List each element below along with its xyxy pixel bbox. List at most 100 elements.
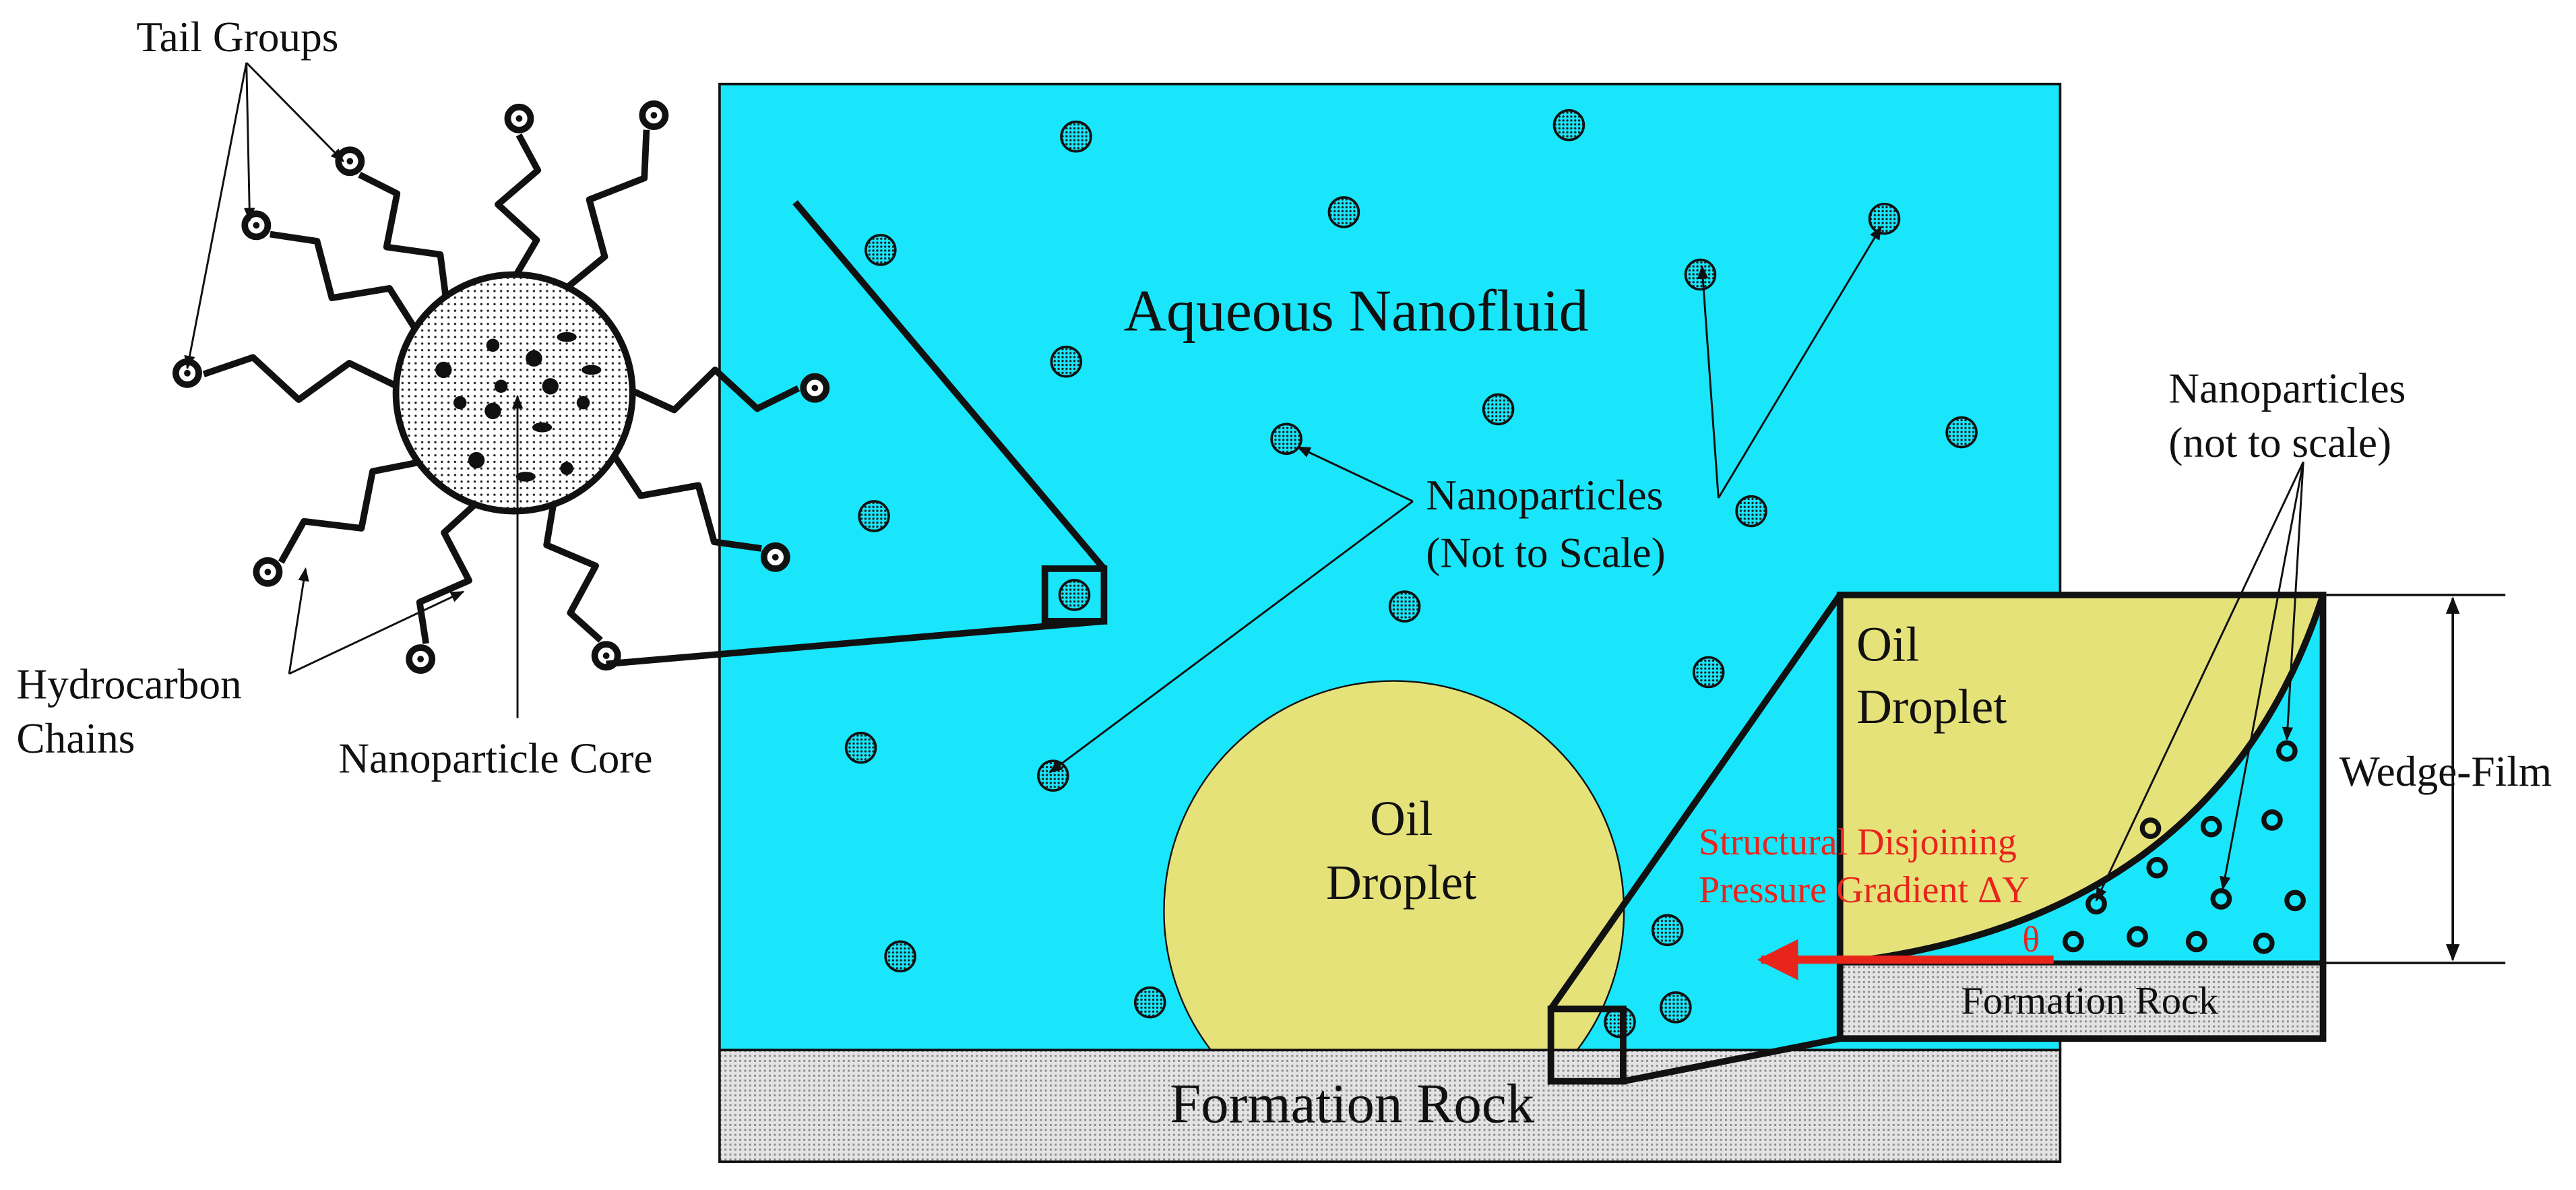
core-blob: [486, 338, 500, 352]
inset-nanoparticle: [2276, 740, 2298, 762]
tail-group-center: [602, 652, 610, 660]
label-nanoparticle-core: Nanoparticle Core: [338, 734, 652, 782]
core-blob: [484, 402, 501, 420]
label-disjoining-2: Pressure Gradient ΔY: [1699, 869, 2030, 911]
nanoparticle: [1388, 590, 1421, 623]
nanoparticle: [865, 234, 897, 266]
label-tail-groups: Tail Groups: [136, 13, 338, 61]
core-blobs: [435, 332, 602, 482]
nanoparticle: [884, 940, 916, 973]
inset-nanoparticle: [2261, 809, 2283, 831]
label-oil-droplet-inset-2: Droplet: [1856, 679, 2007, 734]
label-formation-rock-main: Formation Rock: [1170, 1073, 1535, 1135]
core-blob: [560, 462, 573, 475]
label-theta: θ: [2022, 919, 2040, 960]
nanoparticle: [1552, 108, 1585, 142]
hydrocarbon-chain: [202, 354, 398, 403]
core-blob: [557, 332, 577, 342]
nanoparticle: [1270, 422, 1302, 456]
label-nanoparticles-right-1: Nanoparticles: [2168, 365, 2406, 412]
nanoparticle: [1868, 202, 1901, 235]
hydrocarbon-chain: [358, 171, 449, 297]
zoom-callout-right: [1547, 593, 1843, 1085]
nanoparticle: [1482, 393, 1515, 426]
label-formation-rock-inset: Formation Rock: [1961, 979, 2219, 1023]
inset-nanoparticle: [2210, 888, 2232, 910]
label-nanoparticles-right-2: (not to scale): [2168, 419, 2391, 466]
core-blob: [532, 422, 553, 433]
inset-nanoparticle: [2185, 931, 2207, 953]
tail-group-center: [184, 369, 191, 377]
nanoparticle: [844, 731, 877, 764]
label-oil-droplet-inset-1: Oil: [1856, 617, 1919, 671]
inset-nanoparticles: [2063, 740, 2306, 954]
label-nanoparticles-center-1: Nanoparticles: [1426, 472, 1663, 519]
core-blob: [576, 396, 590, 410]
tail-group-center: [650, 112, 658, 119]
nanoparticle: [1735, 495, 1767, 528]
nanoparticle-core: [392, 271, 636, 515]
inset-nanoparticle: [2063, 931, 2084, 953]
nanoparticle: [1651, 914, 1684, 947]
tail-group-center: [811, 384, 819, 392]
tail-group-center: [346, 158, 354, 165]
zoom-callout-left: [606, 200, 1108, 668]
label-nanoparticles-center-2: (Not to Scale): [1426, 529, 1666, 576]
tail-group-center: [253, 222, 260, 229]
nanoparticle: [1050, 345, 1083, 378]
inset-nanoparticle: [2200, 815, 2222, 838]
core-blob: [468, 451, 485, 469]
formation-rock-inset: [1837, 960, 2326, 1041]
inset-nanoparticle: [2253, 932, 2275, 954]
label-hydrocarbon-2: Chains: [16, 715, 135, 762]
core-blob: [582, 365, 602, 375]
hydrocarbon-chain: [278, 459, 420, 564]
inset-nanoparticle: [2127, 926, 2148, 947]
annotation-arrows: [184, 61, 2304, 902]
nanoparticle-structure: [172, 100, 830, 674]
core-blob: [515, 472, 536, 482]
hydrocarbon-chain: [611, 453, 762, 552]
label-disjoining-1: Structural Disjoining: [1699, 821, 2017, 863]
hydrocarbon-chains: [172, 100, 830, 674]
hydrocarbon-chain: [270, 230, 418, 331]
label-hydrocarbon-1: Hydrocarbon: [16, 661, 241, 708]
nanoparticle-zoomed: [1058, 579, 1091, 611]
tail-group-center: [417, 656, 425, 662]
inset-nanoparticle: [2146, 856, 2168, 879]
core-blob: [542, 378, 559, 395]
core-blob: [494, 379, 508, 394]
label-aqueous-nanofluid: Aqueous Nanofluid: [1124, 278, 1589, 343]
hydrocarbon-chain: [565, 129, 650, 290]
nanoparticle: [1945, 416, 1978, 449]
nanoparticle: [1037, 759, 1069, 792]
label-oil-droplet-main-1: Oil: [1370, 791, 1433, 846]
hydrocarbon-chain: [631, 367, 800, 414]
nanoparticle: [1327, 196, 1360, 228]
nanoparticle: [1060, 120, 1092, 153]
wedge-film-dimension: [2323, 594, 2506, 964]
inset-nanoparticle: [2139, 817, 2162, 840]
formation-rock-main: [718, 1048, 2062, 1163]
label-oil-droplet-main-2: Droplet: [1326, 855, 1476, 910]
tail-group-center: [772, 553, 779, 561]
label-wedge-film: Wedge-Film: [2339, 748, 2552, 795]
nanoparticle: [858, 500, 890, 532]
nanoparticle: [1133, 986, 1166, 1019]
inset-wedge: [1836, 592, 2327, 1042]
oil-droplet-inset: [1840, 594, 2323, 964]
core-blob: [435, 361, 452, 379]
hydrocarbon-chain: [416, 501, 478, 644]
core-blob: [453, 396, 467, 410]
hydrocarbon-chain: [543, 504, 603, 643]
wedge-interface: [1840, 594, 2327, 966]
nanoparticle: [1660, 991, 1692, 1024]
tail-group-center: [515, 115, 523, 122]
core-blob: [526, 350, 542, 367]
nanoparticle: [1692, 656, 1725, 689]
inset-nanoparticle: [2284, 889, 2306, 912]
nanoparticle: [1684, 258, 1717, 291]
hydrocarbon-chain: [495, 133, 542, 276]
